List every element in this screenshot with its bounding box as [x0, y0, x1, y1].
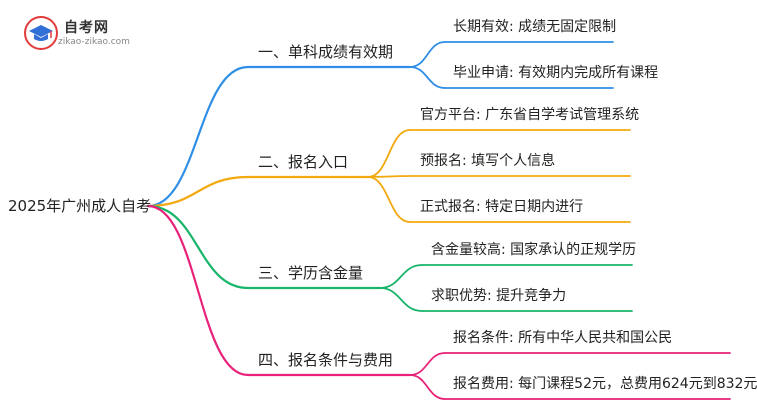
logo-title: 自考网: [64, 20, 109, 36]
branch-3-leaf-2-curve: [379, 287, 423, 312]
site-logo[interactable]: 自考网 zikao-zikao.com: [24, 14, 144, 54]
branch-1-leaf-2-curve: [409, 66, 446, 89]
branch-3-leaf-1-curve: [379, 264, 423, 289]
branch-2-leaf-1: 官方平台: 广东省自学考试管理系统: [420, 107, 640, 123]
branch-2-leaf-3-curve: [367, 176, 411, 223]
branch-4-leaf-2-curve: [409, 374, 446, 400]
branch-3-label: 三、学历含金量: [258, 264, 364, 282]
branch-3-leaf-1: 含金量较高: 国家承认的正规学历: [431, 242, 637, 258]
branch-2-label: 二、报名入口: [258, 153, 349, 171]
branch-4-curve: [146, 204, 250, 377]
branch-2-leaf-1-curve: [367, 129, 411, 178]
branch-1-curve: [146, 65, 250, 208]
branch-4-label: 四、报名条件与费用: [258, 351, 394, 369]
branch-1-leaf-1-curve: [409, 41, 446, 68]
branch-3-curve: [146, 204, 250, 290]
branch-2-leaf-2: 预报名: 填写个人信息: [420, 153, 556, 169]
logo-url: zikao-zikao.com: [58, 37, 130, 47]
branch-1-leaf-2: 毕业申请: 有效期内完成所有课程: [453, 65, 659, 81]
branch-4-leaf-1: 报名条件: 所有中华人民共和国公民: [453, 330, 673, 346]
branch-1-label: 一、单科成绩有效期: [258, 43, 394, 61]
branch-4-leaf-1-curve: [409, 352, 446, 376]
root-node-title: 2025年广州成人自考: [8, 197, 152, 215]
branch-3-leaf-2: 求职优势: 提升竞争力: [431, 288, 567, 304]
branch-4-leaf-2: 报名费用: 每门课程52元，总费用624元到832元: [453, 376, 757, 392]
branch-2-leaf-3: 正式报名: 特定日期内进行: [420, 199, 584, 215]
branch-1-leaf-1: 长期有效: 成绩无固定限制: [453, 19, 617, 35]
branch-2-leaf-2-curve: [367, 175, 411, 178]
graduation-cap-icon: [24, 16, 58, 50]
branch-2-curve: [146, 175, 250, 208]
